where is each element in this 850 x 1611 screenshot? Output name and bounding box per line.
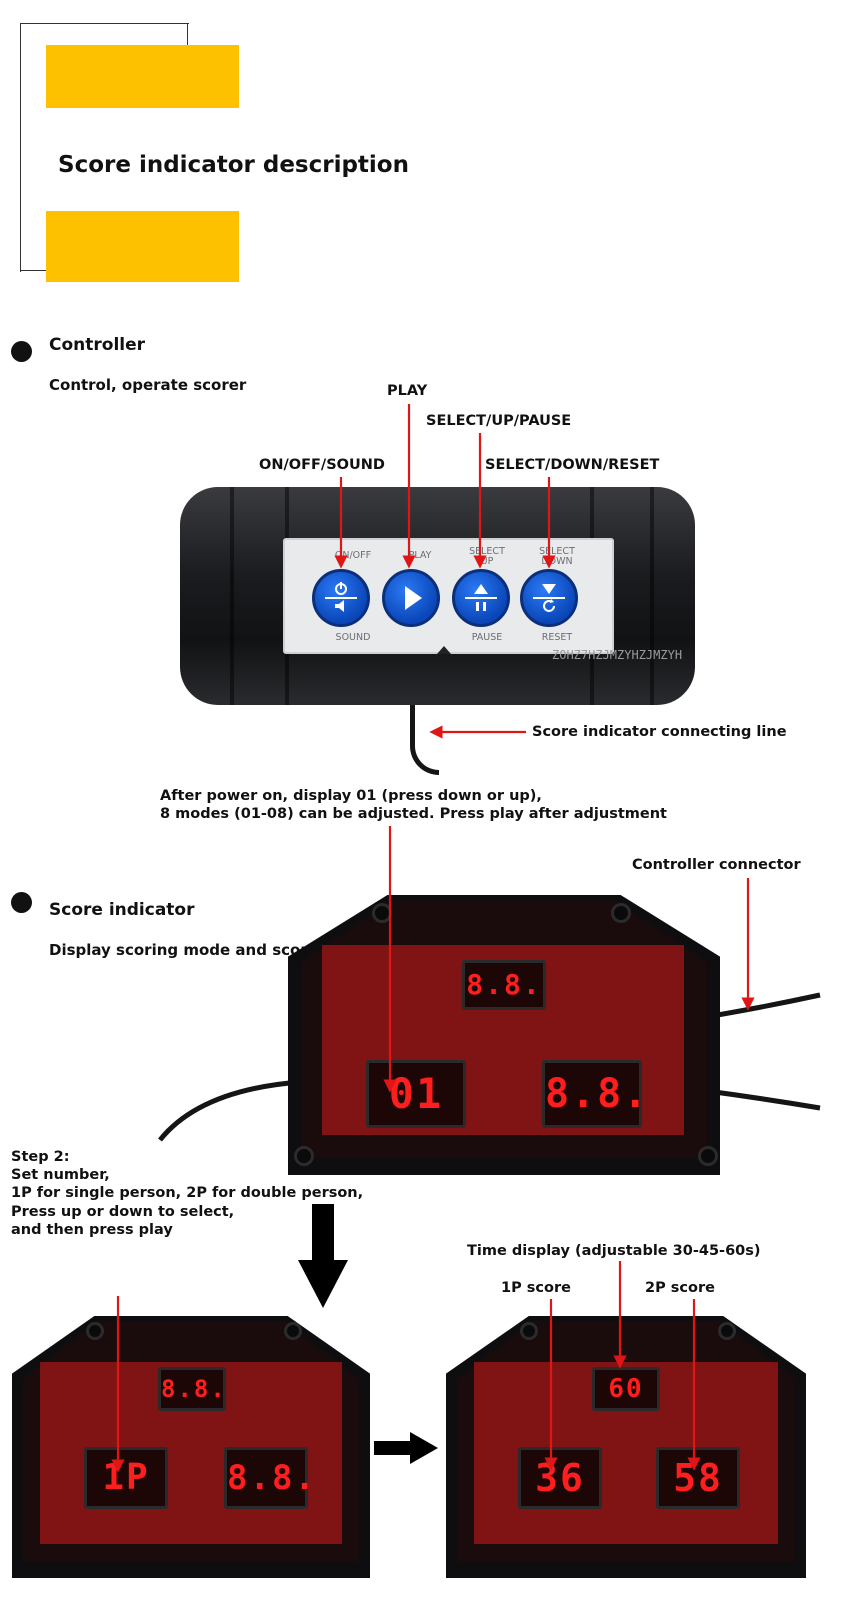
panel-label: SELECT — [539, 546, 575, 557]
header-yellow-band-bottom — [46, 211, 239, 282]
header-frame — [20, 23, 189, 272]
screw-hole — [520, 1322, 538, 1340]
select-up-pause-button[interactable] — [452, 569, 510, 627]
select-down-reset-button[interactable] — [520, 569, 578, 627]
score-indicator-heading: Score indicator — [49, 900, 195, 920]
callout-controller-connector: Controller connector — [632, 857, 801, 873]
screw-hole — [611, 903, 631, 923]
power-note-line2: 8 modes (01-08) can be adjusted. Press p… — [160, 806, 667, 822]
step2-line5: and then press play — [11, 1222, 173, 1238]
panel-label: PLAY — [408, 550, 432, 561]
power-icon — [325, 582, 357, 612]
callout-select-up-pause: SELECT/UP/PAUSE — [426, 413, 572, 429]
header-frame-edge — [187, 23, 188, 45]
panel-label: ON/OFF — [334, 550, 372, 561]
page-title: Score indicator description — [58, 152, 409, 178]
controller-heading: Controller — [49, 335, 146, 355]
screw-hole — [86, 1322, 104, 1340]
step2-line1: Step 2: — [11, 1149, 70, 1165]
led-display-top: 8.8. — [462, 960, 546, 1010]
panel-label: RESET — [541, 632, 573, 643]
led-display-left: 01 — [366, 1060, 466, 1128]
header-yellow-band-top — [46, 45, 239, 108]
panel-label: DOWN — [541, 556, 573, 567]
right-arrow-icon — [374, 1432, 438, 1464]
panel-label: SELECT — [469, 546, 505, 557]
panel-label: SOUND — [335, 632, 371, 643]
header-frame-edge — [20, 270, 48, 271]
p2-score-label: 2P score — [645, 1280, 715, 1296]
led-display-right: 8.8. — [224, 1447, 315, 1509]
step2-line4: Press up or down to select, — [11, 1204, 235, 1220]
power-note-line1: After power on, display 01 (press down o… — [160, 788, 542, 804]
step2-line2: Set number, — [11, 1167, 110, 1183]
score-indicator-desc: Display scoring mode and score — [49, 941, 318, 959]
bullet-icon — [11, 892, 32, 913]
up-pause-icon — [465, 584, 497, 611]
time-display-label: Time display (adjustable 30-45-60s) — [467, 1243, 761, 1259]
led-display-left: 1P — [84, 1447, 168, 1509]
controller-desc: Control, operate scorer — [49, 376, 247, 394]
callout-connecting-line: Score indicator connecting line — [532, 724, 787, 740]
led-display-p1-score: 36 — [518, 1447, 602, 1509]
panel-notch — [437, 646, 451, 654]
screw-hole — [698, 1146, 718, 1166]
bullet-icon — [11, 341, 32, 362]
led-display-right: 8.8. — [542, 1060, 647, 1128]
down-arrow-icon — [298, 1204, 348, 1308]
play-button[interactable] — [382, 569, 440, 627]
callout-select-down-reset: SELECT/DOWN/RESET — [485, 457, 660, 473]
watermark: ZOHZ7HZJMZYHZJMZYH — [552, 648, 683, 662]
step2-line3: 1P for single person, 2P for double pers… — [11, 1185, 364, 1201]
callout-play: PLAY — [387, 383, 428, 399]
screw-hole — [718, 1322, 736, 1340]
play-icon — [405, 586, 422, 610]
down-reset-icon — [533, 584, 565, 612]
controller-callout-arrows — [334, 404, 556, 739]
led-display-p2-score: 58 — [656, 1447, 740, 1509]
screw-hole — [294, 1146, 314, 1166]
on-off-sound-button[interactable] — [312, 569, 370, 627]
score-indicator-callout-arrows — [383, 826, 755, 1093]
p1-score-label: 1P score — [501, 1280, 571, 1296]
panel-label: UP — [480, 556, 494, 567]
screw-hole — [284, 1322, 302, 1340]
callout-on-off-sound: ON/OFF/SOUND — [259, 457, 385, 473]
led-display-top: 8.8. — [158, 1367, 226, 1411]
panel-label: PAUSE — [471, 632, 503, 643]
